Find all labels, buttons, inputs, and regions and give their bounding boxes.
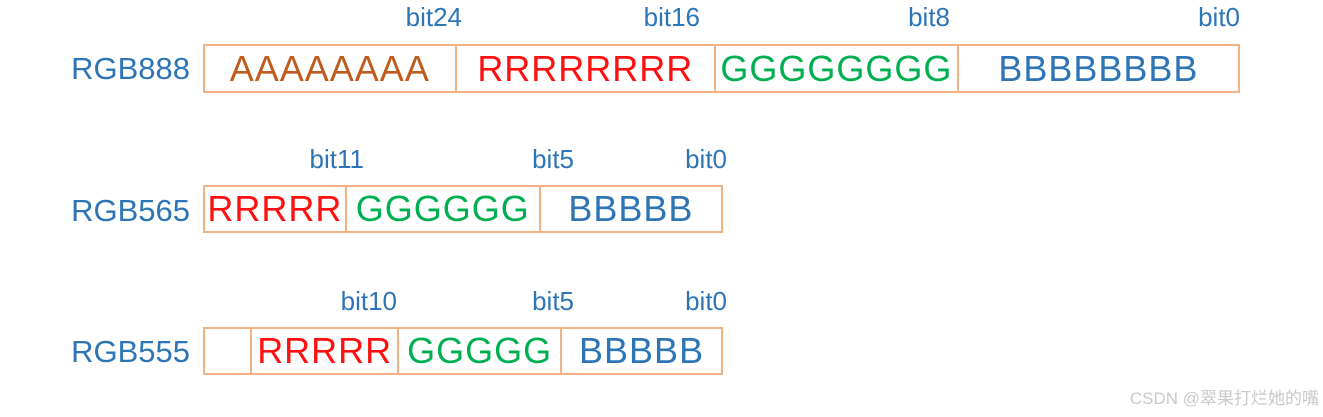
bit-label-0-rgb565: bit0 [685,144,727,174]
bitfield-cell-red: RRRRR [252,329,400,373]
bit-label-16: bit16 [643,2,700,32]
bitfield-cell-green: GGGGGGGG [716,46,959,91]
bit-label-0-rgb888: bit0 [1198,2,1240,32]
bitfield-cell-blue: BBBBB [568,188,694,229]
bitfield-cell-green: GGGGGG [347,187,541,231]
bit-label-11: bit11 [309,144,364,174]
format-label-rgb565: RGB565 [71,193,190,228]
bitfield-box-rgb565: RRRRR GGGGGG BBBBB [203,185,723,233]
bitfield-cell-red: RRRRRRRR [457,46,717,91]
bitfield-cell-red: RRRRR [205,187,347,231]
bit-label-10: bit10 [340,286,397,316]
bitfield-box-rgb555: RRRRR GGGGG BBBBB [203,327,723,375]
bitfield-cell-blue: BBBBB [579,330,705,371]
bitfield-cell-blue: BBBBBBBB [998,47,1199,89]
bitfield-box-rgb888: AAAAAAAA RRRRRRRR GGGGGGGG BBBBBBBB [203,44,1240,93]
format-label-rgb555: RGB555 [71,334,190,369]
bit-label-0-rgb555: bit0 [685,286,727,316]
bitfield-cell-unused [205,329,253,373]
csdn-watermark: CSDN @翠果打烂她的嘴 [1129,389,1319,408]
bit-label-8: bit8 [908,2,950,32]
bit-label-24: bit24 [405,2,462,32]
bitfield-cell-alpha: AAAAAAAA [205,46,457,91]
bitfield-cell-green: GGGGG [399,329,563,373]
format-label-rgb888: RGB888 [71,51,190,86]
bit-label-5-rgb565: bit5 [532,144,574,174]
bit-label-5-rgb555: bit5 [532,286,574,316]
